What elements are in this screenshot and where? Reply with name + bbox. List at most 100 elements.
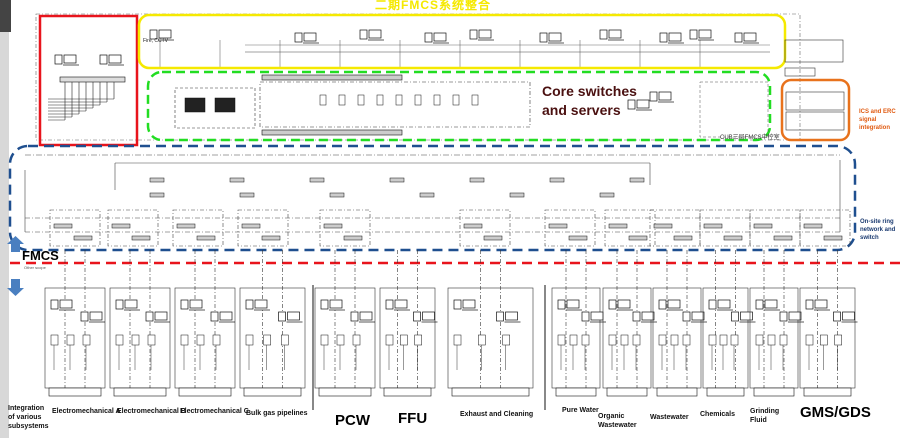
controller <box>708 334 717 346</box>
field-switch-box <box>237 209 289 247</box>
controller <box>400 334 408 346</box>
controller <box>131 334 140 346</box>
field-box <box>137 13 787 70</box>
field-switch-box <box>649 209 701 247</box>
left-strip <box>0 0 9 438</box>
controller <box>212 334 221 346</box>
controller <box>385 334 394 346</box>
ring-switch <box>509 192 525 198</box>
plc-terminal-tower <box>413 311 421 322</box>
controller <box>196 334 205 346</box>
client-pc-tower <box>99 54 108 65</box>
plc-terminal-tower <box>581 311 590 322</box>
plc-terminal-tower <box>180 299 189 310</box>
ring-switch <box>599 192 615 198</box>
controller <box>767 334 776 346</box>
workstation-monitor <box>668 32 682 42</box>
controller <box>620 334 629 346</box>
plc-terminal-monitor <box>219 311 233 321</box>
ics-erc-label: ICS and ERC signal integration <box>859 109 896 131</box>
ring-switch <box>149 192 165 198</box>
field-switch <box>323 223 343 229</box>
plc-terminal-monitor <box>189 299 203 309</box>
subsystem-label: Integration of various subsystems <box>8 405 49 430</box>
plc-terminal-tower <box>320 299 329 310</box>
plc-terminal-monitor <box>505 311 518 321</box>
subsystem-controller-box <box>803 387 852 397</box>
plc-terminal-monitor <box>842 311 855 321</box>
ring-switch <box>329 192 345 198</box>
up-arrow-icon <box>7 236 24 252</box>
subsystem-controller-box <box>656 387 698 397</box>
field-switch-box <box>799 209 851 247</box>
subsystem-label: Organic Wastewater <box>598 413 637 429</box>
client-box <box>38 14 139 147</box>
plc-station-tower <box>649 91 658 102</box>
field-switch <box>703 223 723 229</box>
plc-terminal-monitor <box>667 299 681 309</box>
plc-terminal-monitor <box>254 299 268 309</box>
field-switch-2 <box>196 235 216 241</box>
plc-terminal-tower <box>453 299 462 310</box>
down-arrow-icon <box>7 279 24 296</box>
controller <box>50 334 59 346</box>
subsystem-controller-box <box>318 387 372 397</box>
controller <box>581 334 590 346</box>
fmcs-sub-label: Other scope <box>24 265 46 270</box>
server-node <box>395 94 403 106</box>
field-switch <box>653 223 673 229</box>
control-room-frame <box>699 81 769 138</box>
core-switch-top <box>261 74 403 81</box>
workstation-monitor <box>303 32 317 42</box>
plc-terminal-monitor <box>617 299 631 309</box>
field-switch-box <box>172 209 224 247</box>
controller <box>755 334 764 346</box>
server-node <box>357 94 365 106</box>
workstation-tower <box>294 32 303 43</box>
controller <box>670 334 679 346</box>
controller <box>263 334 271 346</box>
plc-terminal-monitor <box>590 311 604 321</box>
controller <box>779 334 788 346</box>
subsystem-label: Electromechanical B <box>117 408 186 415</box>
field-switch-box <box>319 209 371 247</box>
client-pc-monitor <box>108 54 122 64</box>
server-group <box>174 87 256 129</box>
subsystem-label: Wastewater <box>650 414 689 421</box>
field-switch-2 <box>73 235 93 241</box>
workstation-tower <box>539 32 548 43</box>
client-pc-tower <box>54 54 63 65</box>
engineer-station-monitor <box>636 99 650 109</box>
plc-terminal-monitor <box>566 299 580 309</box>
server-node <box>471 94 479 106</box>
subsystem-label: Exhaust and Cleaning <box>460 411 534 418</box>
core-box <box>146 70 772 142</box>
subsystem-controller-box <box>451 387 530 397</box>
field-switch-2 <box>673 235 693 241</box>
plc-terminal-tower <box>245 299 254 310</box>
workstation-tower <box>359 29 368 40</box>
plc-terminal-monitor <box>124 299 138 309</box>
plc-terminal-tower <box>658 299 667 310</box>
plc-terminal-tower <box>50 299 59 310</box>
subsystem-label: Electromechanical A <box>52 408 121 415</box>
plc-terminal-monitor <box>394 299 408 309</box>
workstation-monitor <box>433 32 447 42</box>
field-switch-box <box>604 209 656 247</box>
subsystem-label: PCW <box>335 412 370 429</box>
client-pc-monitor <box>63 54 77 64</box>
controller <box>320 334 329 346</box>
controller <box>115 334 124 346</box>
plc-terminal-monitor <box>329 299 343 309</box>
field-switch <box>111 223 131 229</box>
plc-terminal-tower <box>115 299 124 310</box>
cabinet-panel-2 <box>784 67 816 77</box>
field-switch-box <box>699 209 751 247</box>
cabinet-panel <box>784 39 844 63</box>
ring-switch <box>549 177 565 183</box>
ring-switch <box>389 177 405 183</box>
diagram-title: 二期FMCS系统整合 <box>375 0 491 12</box>
workstation-monitor <box>608 29 622 39</box>
core-switch-bottom <box>261 129 403 136</box>
workstation-monitor <box>368 29 382 39</box>
